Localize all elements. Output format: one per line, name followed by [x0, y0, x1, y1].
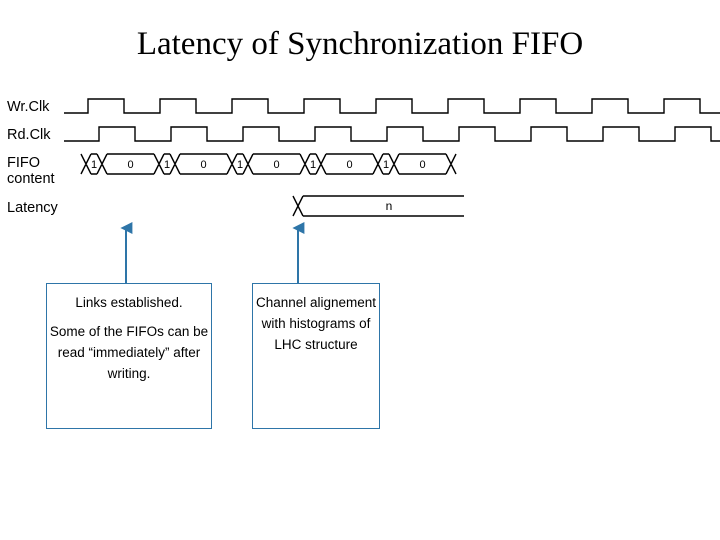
callout-left-body: Some of the FIFOs can be read “immediate…	[49, 324, 209, 381]
waveform-fifo-content: 1 0 1 0 1 0 1 0 1 0	[80, 153, 457, 175]
timing-diagram: 1 0 1 0 1 0 1 0 1 0 n	[0, 88, 720, 228]
bus-segment-value: 1	[91, 159, 97, 171]
bus-segment-value: 0	[200, 159, 206, 171]
bus-segment-value: 0	[346, 159, 352, 171]
bus-segment-value: 1	[237, 159, 243, 171]
signal-label-wrclk: Wr.Clk	[7, 99, 50, 115]
signal-label-fifo-content: FIFO content	[7, 155, 55, 187]
bus-segment-value: 0	[127, 159, 133, 171]
waveform-wrclk	[64, 98, 720, 114]
bus-segment-value: 1	[164, 159, 170, 171]
waveform-rdclk	[64, 126, 720, 142]
page-title: Latency of Synchronization FIFO	[136, 26, 584, 62]
callout-right-body: Channel alignement with histograms of LH…	[255, 295, 377, 352]
bus-segment-value: 1	[383, 159, 389, 171]
callout-channel-alignment: Channel alignement with histograms of LH…	[252, 283, 380, 429]
signal-label-latency: Latency	[7, 200, 58, 216]
bus-segment-value: 1	[310, 159, 316, 171]
signal-label-rdclk: Rd.Clk	[7, 127, 51, 143]
callout-left-lead: Links established.	[75, 295, 183, 310]
waveform-svg: 1 0 1 0 1 0 1 0 1 0 n	[64, 98, 720, 217]
bus-segment-value: 0	[419, 159, 425, 171]
callout-links-established: Links established. Some of the FIFOs can…	[46, 283, 212, 429]
waveform-latency: n	[292, 195, 464, 217]
bus-segment-value: 0	[273, 159, 279, 171]
bus-segment-value: n	[386, 199, 393, 213]
